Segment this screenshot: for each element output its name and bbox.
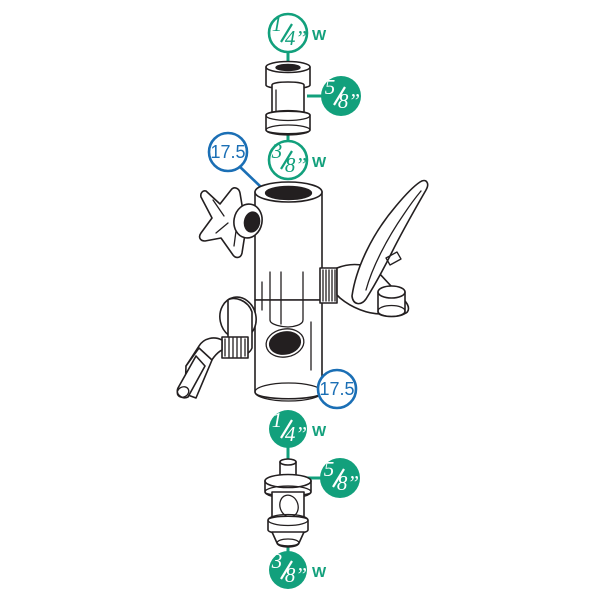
leader-upper-17-5 bbox=[237, 164, 263, 189]
callout-top-three-eighths[interactable]: 3 8” W bbox=[267, 139, 327, 181]
callout-denominator: 8” bbox=[285, 153, 307, 177]
callout-numerator: 1 bbox=[272, 408, 283, 432]
callout-bottom-quarter[interactable]: 1 4” W bbox=[269, 408, 327, 448]
callout-suffix: W bbox=[312, 27, 327, 44]
callout-value: 17.5 bbox=[319, 379, 354, 399]
callout-numerator: 5 bbox=[324, 457, 335, 481]
callout-numerator: 5 bbox=[325, 75, 336, 99]
callout-denominator: 4” bbox=[285, 422, 307, 446]
callout-bottom-five-eighths[interactable]: 5 8” bbox=[320, 457, 360, 498]
callout-numerator: 1 bbox=[272, 12, 283, 36]
callout-upper-17-5[interactable]: 17.5 bbox=[207, 131, 249, 173]
callout-numerator: 3 bbox=[271, 549, 283, 573]
callout-lower-17-5[interactable]: 17.5 bbox=[316, 368, 358, 410]
callout-bottom-three-eighths[interactable]: 3 8” W bbox=[269, 549, 327, 589]
callout-top-five-eighths[interactable]: 5 8” bbox=[321, 75, 361, 116]
callout-suffix: W bbox=[312, 154, 327, 171]
callout-value: 17.5 bbox=[210, 142, 245, 162]
upper-sleeve bbox=[265, 60, 311, 136]
valve-body bbox=[254, 181, 323, 402]
callout-top-quarter[interactable]: 1 4” W bbox=[267, 12, 327, 54]
callout-denominator: 4” bbox=[285, 26, 307, 50]
callout-denominator: 8” bbox=[338, 89, 360, 113]
spindle bbox=[264, 458, 312, 548]
side-connector bbox=[176, 296, 257, 399]
callout-numerator: 3 bbox=[271, 139, 283, 163]
callout-suffix: W bbox=[312, 423, 327, 440]
callout-denominator: 8” bbox=[285, 563, 307, 587]
cross-handle bbox=[198, 187, 263, 259]
lever-handle bbox=[319, 179, 429, 318]
callout-denominator: 8” bbox=[337, 471, 359, 495]
callout-suffix: W bbox=[312, 564, 327, 581]
